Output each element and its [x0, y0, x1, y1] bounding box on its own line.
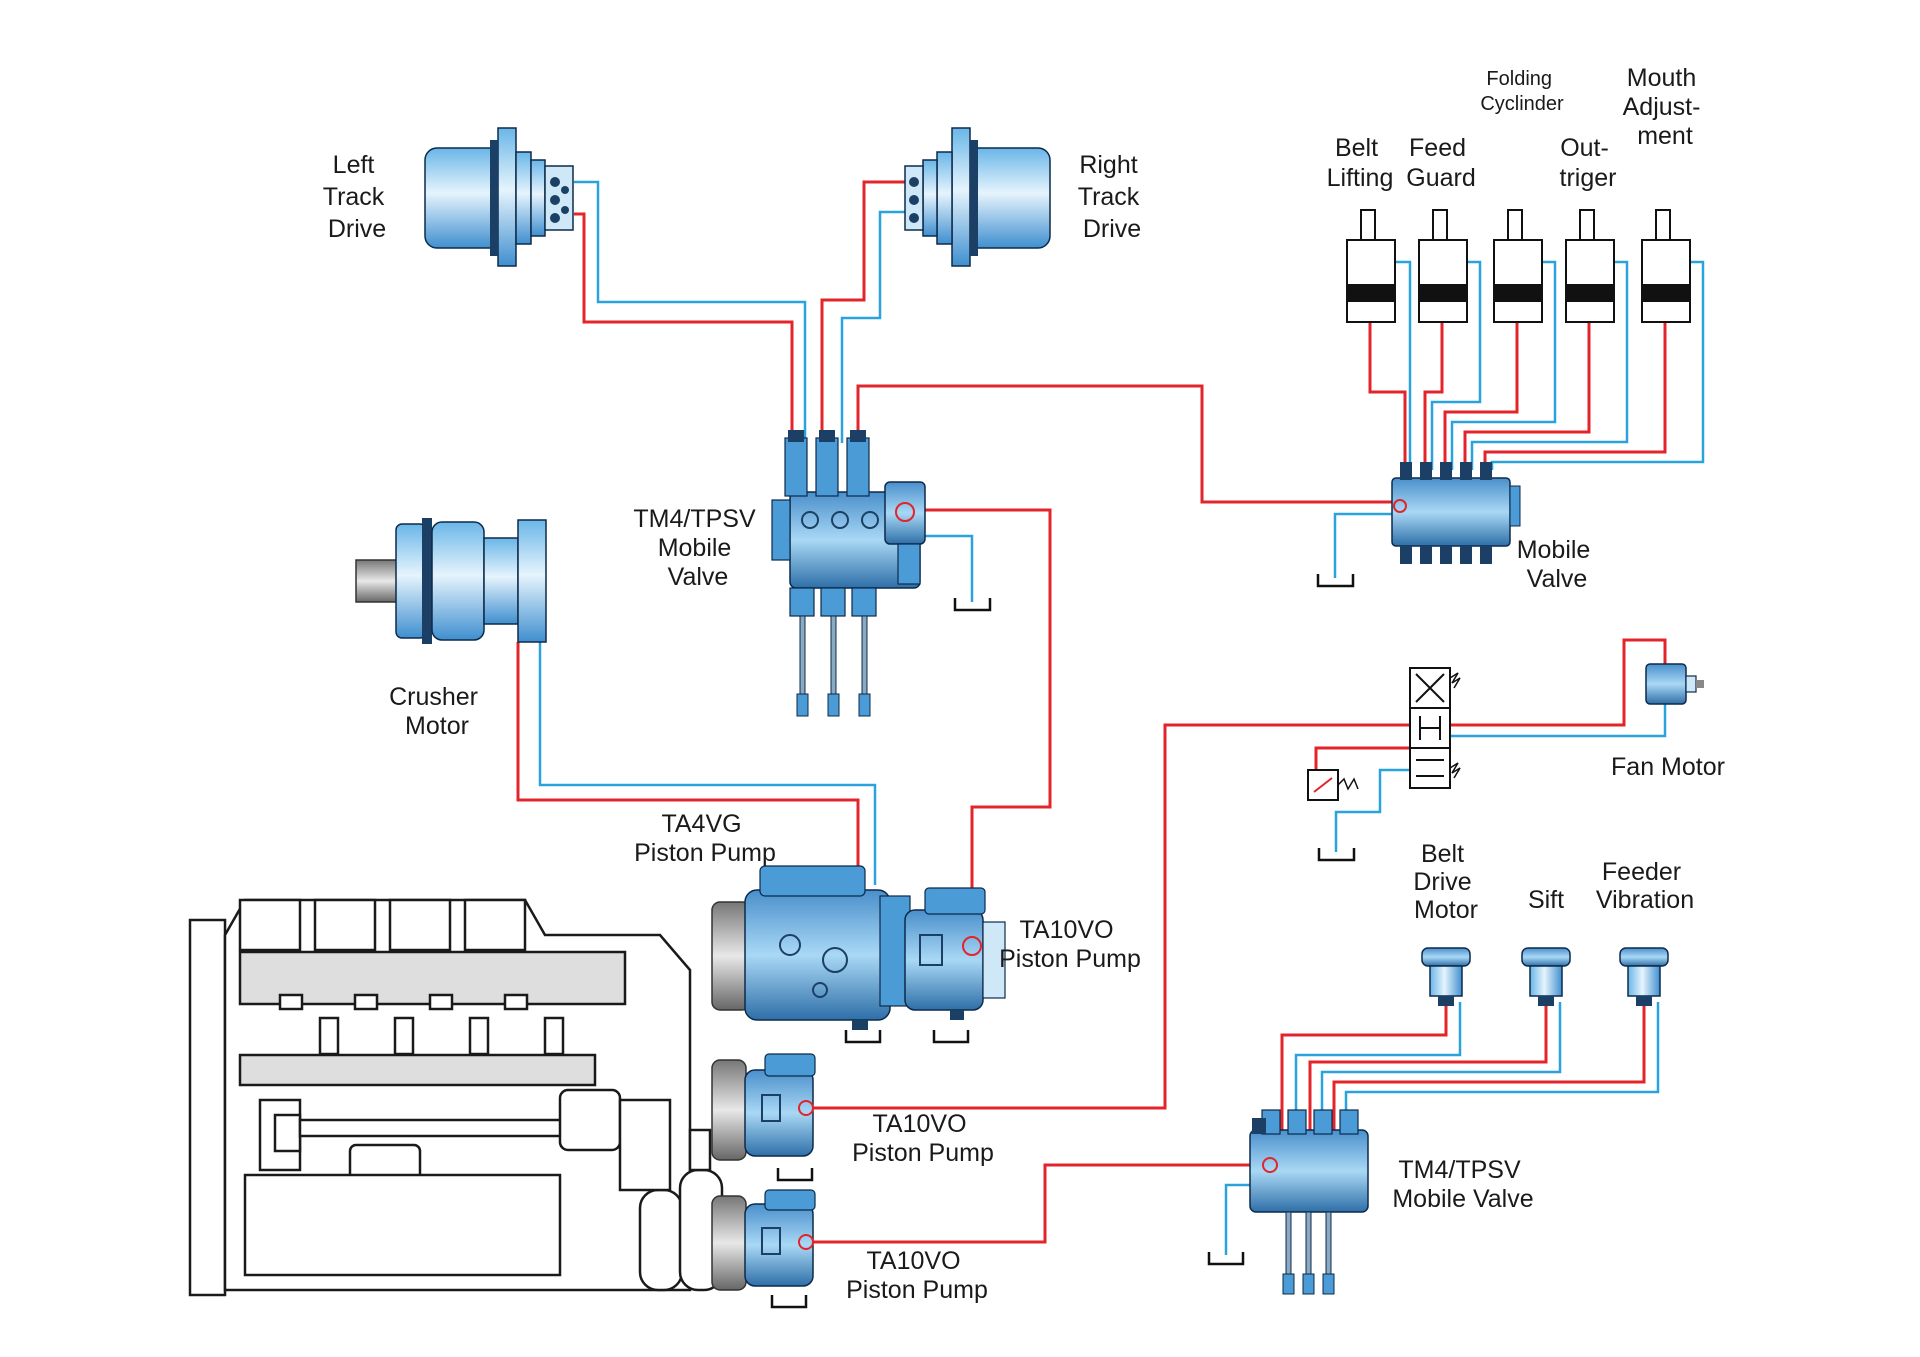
tank-symbol [1207, 1252, 1245, 1266]
label-folding-cyclinder: Folding Cyclinder [1480, 68, 1564, 115]
label-left-track-drive: Left Track Drive [323, 151, 392, 243]
line-left-track-return [574, 180, 807, 443]
ta10vo-piston-pump-1 [904, 887, 1006, 1020]
tank-symbol [1317, 848, 1356, 862]
line-cyl4-r [1470, 260, 1629, 470]
line-feeder-p [1332, 1002, 1646, 1130]
left-track-drive [424, 127, 574, 267]
label-ta4vg-pump: TA4VG Piston Pump [634, 810, 776, 867]
label-outtriger: Out- triger [1560, 134, 1617, 192]
cylinder-folding [1493, 209, 1543, 323]
hydraulic-lines [516, 180, 1705, 1255]
line-cyl2-p [1423, 322, 1444, 470]
label-mobile-valve: Mobile Valve [1517, 536, 1598, 593]
label-sift: Sift [1528, 886, 1564, 914]
line-right-track-return [840, 210, 915, 443]
line-ta10vo2-to-dirvalve [806, 723, 1410, 1110]
right-track-drive [904, 127, 1051, 267]
line-bottomvalve-tank [1224, 1183, 1250, 1255]
tank-symbol [776, 1168, 814, 1182]
line-ta10vo1-to-topvalve [908, 508, 1052, 945]
line-beltdrive-r [1294, 1002, 1462, 1130]
cylinder-belt-lifting [1346, 209, 1396, 323]
line-dirvalve-to-fan [1450, 638, 1667, 727]
label-ta10vo-pump-1: TA10VO Piston Pump [999, 916, 1141, 973]
line-cyl1-r [1395, 260, 1412, 470]
tm4-tpsv-valve-top [771, 430, 926, 717]
line-cyl1-p [1368, 322, 1407, 470]
line-right-track-pressure [820, 180, 915, 443]
line-relief-p [1314, 746, 1410, 775]
line-feeder-r [1344, 1002, 1660, 1130]
cylinder-outtriger [1565, 209, 1615, 323]
label-mouth-adjustment: Mouth Adjust- ment [1623, 64, 1708, 150]
line-cyl2-r [1430, 260, 1482, 470]
cylinder-bank [1346, 209, 1691, 323]
tm4-tpsv-valve-bottom [1249, 1109, 1369, 1295]
line-left-track-pressure [574, 212, 794, 443]
tank-symbols [770, 574, 1356, 1309]
label-right-track-drive: Right Track Drive [1078, 151, 1147, 243]
ta10vo-piston-pump-2 [744, 1053, 816, 1157]
tank-symbol [932, 1030, 970, 1044]
line-sift-r [1320, 1002, 1562, 1130]
label-feeder-vibration: Feeder Vibration [1596, 858, 1694, 914]
pump-adapters [711, 901, 751, 1291]
tank-symbol [1316, 574, 1355, 588]
line-cyl5-p [1483, 322, 1667, 470]
line-crusher-return [538, 642, 877, 885]
line-cyl4-p [1463, 322, 1591, 470]
fan-motor [1645, 663, 1704, 705]
diesel-engine [188, 898, 724, 1297]
line-mobilevalve-tank [1333, 512, 1400, 578]
feeder-vibration-motor [1619, 947, 1669, 1006]
tank-symbol [844, 1030, 882, 1044]
line-fan-return [1450, 700, 1667, 738]
tank-symbol [770, 1295, 808, 1309]
label-belt-drive-motor: Belt Drive Motor [1413, 840, 1478, 924]
label-fan-motor: Fan Motor [1611, 753, 1725, 781]
crusher-motor [355, 518, 547, 644]
label-belt-lifting: Belt Lifting [1327, 134, 1394, 192]
label-ta10vo-pump-3: TA10VO Piston Pump [846, 1247, 988, 1304]
label-crusher-motor: Crusher Motor [389, 683, 485, 740]
line-sift-p [1308, 1002, 1548, 1130]
cylinder-feed-guard [1418, 209, 1468, 323]
mobile-valve-bank [1391, 462, 1521, 564]
line-ta10vo3-to-bottomvalve [806, 1163, 1270, 1244]
line-topvalve-tank [915, 534, 974, 602]
line-dirvalve-tank [1334, 768, 1410, 852]
line-topvalve-to-mobilevalve [856, 384, 1400, 504]
label-tm4-tpsv-bottom: TM4/TPSV Mobile Valve [1392, 1156, 1533, 1213]
label-tm4-tpsv-top: TM4/TPSV Mobile Valve [633, 505, 762, 591]
relief-valve [1307, 769, 1359, 801]
sift-motor [1521, 947, 1571, 1006]
tank-symbol [953, 598, 992, 612]
directional-control-valve [1409, 667, 1461, 789]
cylinder-mouth-adjustment [1641, 209, 1691, 323]
line-crusher-pressure [516, 642, 860, 885]
label-ta10vo-pump-2: TA10VO Piston Pump [852, 1110, 994, 1167]
ta4vg-piston-pump [744, 865, 911, 1030]
line-cyl3-r [1450, 260, 1557, 470]
belt-drive-motor [1421, 947, 1471, 1006]
line-beltdrive-p [1280, 1002, 1448, 1130]
label-feed-guard: Feed Guard [1406, 134, 1475, 192]
ta10vo-piston-pump-3 [744, 1189, 816, 1287]
line-cyl3-p [1443, 322, 1519, 470]
